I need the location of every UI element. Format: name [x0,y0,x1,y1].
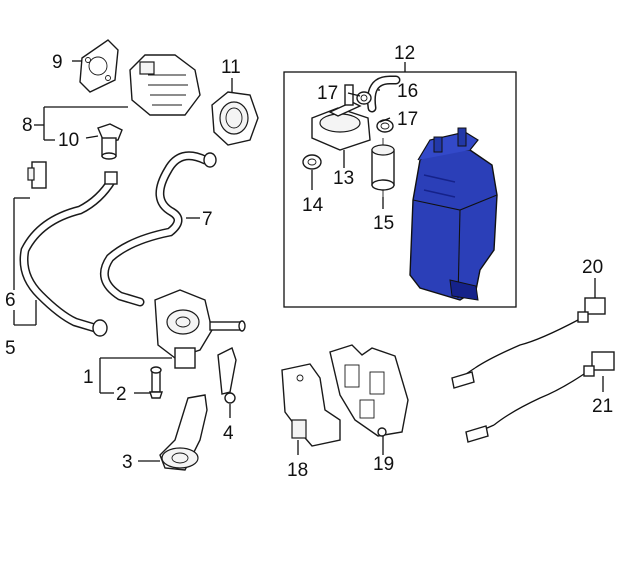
bolt-2[interactable] [149,366,163,399]
callout-18: 18 [287,460,308,481]
flange-11[interactable] [211,91,259,146]
callout-15: 15 [373,213,394,234]
air-valve-8[interactable] [129,54,201,116]
bracket-3[interactable] [159,394,208,471]
oxygen-sensor-21[interactable] [465,351,615,443]
oxygen-sensor-20[interactable] [451,297,606,389]
callout-17-right: 17 [397,109,418,130]
hose-6[interactable] [19,171,118,337]
filter-15[interactable] [371,138,395,197]
purge-valve-bracket[interactable] [311,84,371,151]
callout-12: 12 [394,43,415,64]
callout-20: 20 [582,257,603,278]
gasket-9[interactable] [79,39,119,93]
clamp-17-right[interactable] [376,119,394,133]
group-12-frame [283,71,517,308]
connector-6-top[interactable] [27,161,47,189]
control-module-18[interactable] [281,363,341,447]
connector-14[interactable] [302,154,322,170]
clamp-17-top[interactable] [356,91,372,105]
callout-16: 16 [397,81,418,102]
callout-14: 14 [302,195,324,216]
callout-13: 13 [333,168,354,189]
hose-16[interactable] [366,75,401,113]
bracket-4[interactable] [217,347,237,404]
callout-10: 10 [58,130,79,151]
callout-17-top: 17 [317,83,338,104]
air-pump-1[interactable] [154,289,246,369]
control-module-19[interactable] [329,344,409,437]
callout-4: 4 [223,423,234,444]
callout-6: 6 [5,290,16,311]
callout-1: 1 [83,367,94,388]
charcoal-canister[interactable] [409,127,498,301]
callout-9: 9 [52,52,63,73]
callout-3: 3 [122,452,133,473]
callout-8: 8 [22,115,33,136]
callout-7: 7 [202,209,213,230]
callout-5: 5 [5,338,16,359]
sensor-10[interactable] [97,123,123,160]
hose-7[interactable] [99,151,217,307]
callout-2: 2 [116,384,127,405]
callout-11: 11 [221,57,241,78]
callout-19: 19 [373,454,394,475]
callout-21: 21 [592,396,613,417]
